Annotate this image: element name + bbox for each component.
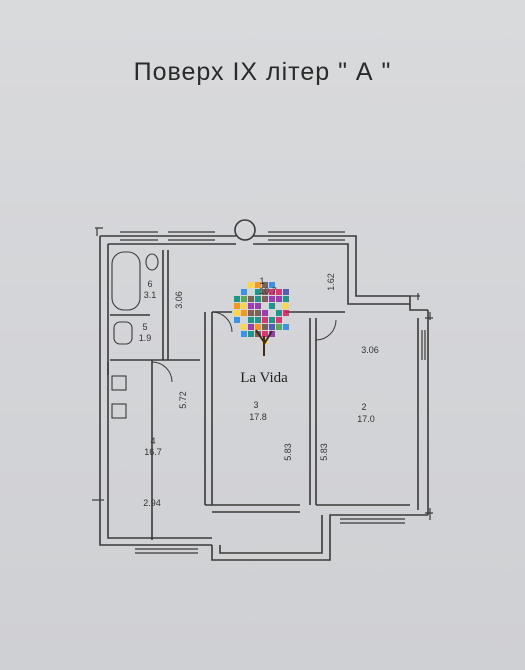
logo-mosaic-tile (283, 296, 289, 302)
logo-mosaic-tile (234, 310, 240, 316)
logo-mosaic-tile (241, 324, 247, 330)
logo-mosaic-tile (248, 303, 254, 309)
logo-mosaic-tile (283, 289, 289, 295)
room-5-number: 5 (142, 322, 147, 332)
logo-mosaic-tile (241, 303, 247, 309)
room-5-area: 1.9 (139, 333, 152, 343)
room-1-number: 1 (259, 276, 264, 286)
logo-mosaic-tile (283, 310, 289, 316)
logo-mosaic-tile (276, 310, 282, 316)
room-4-dimension-a: 5.72 (178, 391, 188, 409)
top-windows (120, 231, 345, 241)
room-1-area: 10.7 (259, 286, 277, 296)
logo-mosaic-tile (262, 317, 268, 323)
logo-mosaic-tile (234, 296, 240, 302)
logo-mosaic-tile (269, 289, 275, 295)
logo-mosaic-tile (255, 303, 261, 309)
logo-mosaic-tile (248, 331, 254, 337)
logo-trunk-icon (255, 329, 273, 356)
cooktop-icon (111, 403, 127, 419)
logo-mosaic-tile (262, 310, 268, 316)
room-3-dimension: 5.83 (283, 443, 293, 461)
room-2-dimension-a: 3.06 (361, 345, 379, 355)
logo-mosaic-tile (248, 310, 254, 316)
logo-mosaic-tile (269, 324, 275, 330)
logo-mosaic-tile (262, 296, 268, 302)
room-6-dimension: 3.06 (174, 291, 184, 309)
room-4-number: 4 (150, 436, 155, 446)
logo-mosaic-tile (262, 282, 268, 288)
logo-mosaic-tile (255, 324, 261, 330)
logo-mosaic-tile (283, 324, 289, 330)
room-6-area: 3.1 (144, 290, 157, 300)
logo-mosaic-tile (269, 303, 275, 309)
bath-fixtures (111, 251, 159, 419)
sink-icon (145, 253, 159, 271)
bathtub-icon (111, 251, 141, 311)
logo-mosaic-tile (234, 317, 240, 323)
logo-mosaic-tile (241, 310, 247, 316)
logo-mosaic-tile (255, 282, 261, 288)
toilet-icon (113, 321, 133, 345)
logo-mosaic-tile (276, 289, 282, 295)
stove-icon (111, 375, 127, 391)
room-2-number: 2 (361, 402, 366, 412)
room-2-dimension-b: 5.83 (319, 443, 329, 461)
logo-mosaic-tile (255, 289, 261, 295)
logo-mosaic-tile (248, 282, 254, 288)
logo-mosaic-tile (248, 317, 254, 323)
bottom-windows (135, 330, 426, 554)
door-arcs (151, 311, 337, 383)
logo-mosaic-tile (262, 289, 268, 295)
logo-mosaic-tile (269, 282, 275, 288)
room-6-number: 6 (147, 279, 152, 289)
logo-mosaic-tile (262, 331, 268, 337)
logo-mosaic-tile (234, 303, 240, 309)
logo-mosaic-tile (241, 289, 247, 295)
logo-mosaic-tile (276, 324, 282, 330)
logo-mosaic-tile (269, 331, 275, 337)
logo-mosaic-tile (262, 324, 268, 330)
room-2-area: 17.0 (357, 414, 375, 424)
logo-mosaic-tile (269, 317, 275, 323)
logo-text: La Vida (240, 370, 288, 386)
page-title: Поверх IX літер " А " (133, 58, 392, 86)
outer-walls (99, 235, 429, 561)
room-4-area: 16.7 (144, 447, 162, 457)
logo-mosaic-tile (241, 331, 247, 337)
logo-mosaic-tile (255, 317, 261, 323)
room-1-dimension: 1.62 (326, 273, 336, 291)
logo-mosaic-tile (241, 296, 247, 302)
logo-mosaic-tile (276, 317, 282, 323)
balcony-column-icon (234, 219, 256, 241)
logo-mosaic-tile (248, 296, 254, 302)
logo-mosaic-tile (255, 296, 261, 302)
logo-mosaic-tile (283, 303, 289, 309)
corner-ticks (92, 227, 433, 520)
logo-mosaic-tile (255, 310, 261, 316)
logo-mosaic-tile (276, 296, 282, 302)
interior-walls (107, 250, 410, 540)
la-vida-logo-icon (234, 282, 289, 344)
room-3-number: 3 (253, 400, 258, 410)
room-3-area: 17.8 (249, 412, 267, 422)
logo-mosaic-tile (269, 296, 275, 302)
room-4-dimension-b: 2.94 (143, 498, 161, 508)
logo-mosaic-tile (248, 324, 254, 330)
